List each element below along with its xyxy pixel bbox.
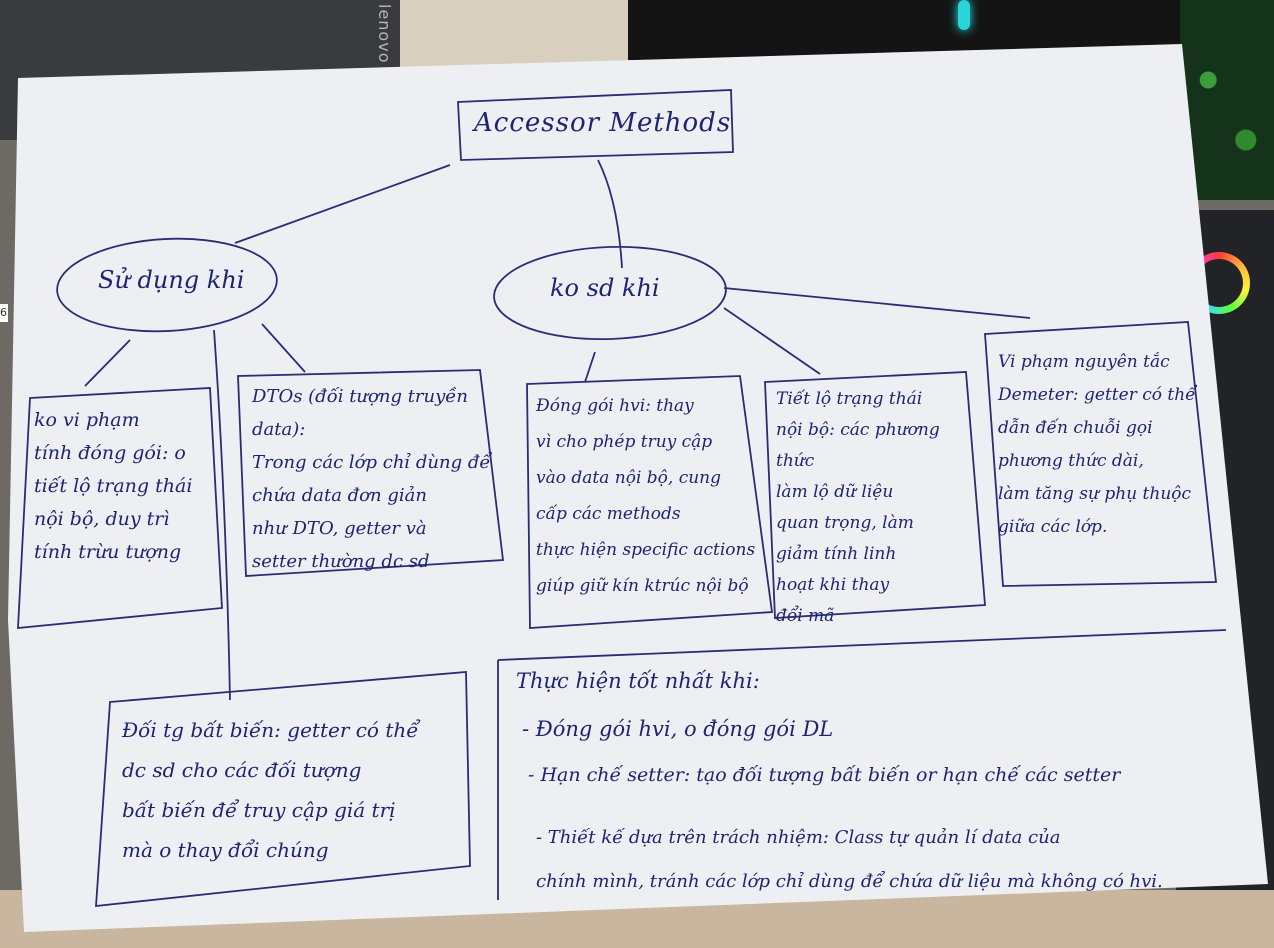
best-practice-point-2: - Hạn chế setter: tạo đối tượng bất biến… [528,764,1121,786]
best-practice-frame [497,629,1227,900]
laptop-brand-label: lenovo [375,4,394,64]
box-state [764,371,986,619]
mousepad-pattern [1180,0,1274,200]
not-use-when-state-text: Tiết lộ trạng thái nội bộ: các phương th… [776,389,940,626]
box-behavior [526,375,774,629]
best-practice-point-1: - Đóng gói hvi, o đóng gói DL [522,717,834,741]
use-when-encapsulation-text: ko vi phạm tính đóng gói: o tiết lộ trạn… [34,409,193,563]
oval-use-when [56,237,278,333]
edge-number: 6 [0,304,8,322]
connector-use-encapsulation [84,339,131,387]
best-practice-point-3: - Thiết kế dựa trên trách nhiệm: Class t… [536,827,1163,892]
box-immutable [95,671,471,908]
box-demeter [984,321,1218,587]
connector-use-dto [261,323,306,373]
connector-use-immutable [213,329,231,701]
use-when-immutable-text: Đối tg bất biến: getter có thể dc sd cho… [122,718,419,862]
best-practice-heading: Thực hiện tốt nhất khi: [516,669,760,693]
use-when-dto-text: DTOs (đối tượng truyền data): Trong các … [252,386,491,572]
connector-notuse-behavior [584,351,596,383]
box-dto [237,369,505,577]
not-use-when-label: ko sd khi [550,274,660,302]
mouse-led [958,0,970,30]
title-box [457,89,734,161]
connector-title-use [234,164,451,244]
diagram-title: Accessor Methods [474,108,732,138]
connector-notuse-state [723,307,821,375]
use-when-label: Sử dụng khi [98,266,245,294]
connector-title-notuse [597,159,623,269]
connector-notuse-demeter [723,287,1031,319]
not-use-when-behavior-text: Đóng gói hvi: thay vì cho phép truy cập … [536,396,756,596]
not-use-when-demeter-text: Vi phạm nguyên tắc Demeter: getter có th… [998,352,1196,537]
box-encapsulation [17,387,223,629]
